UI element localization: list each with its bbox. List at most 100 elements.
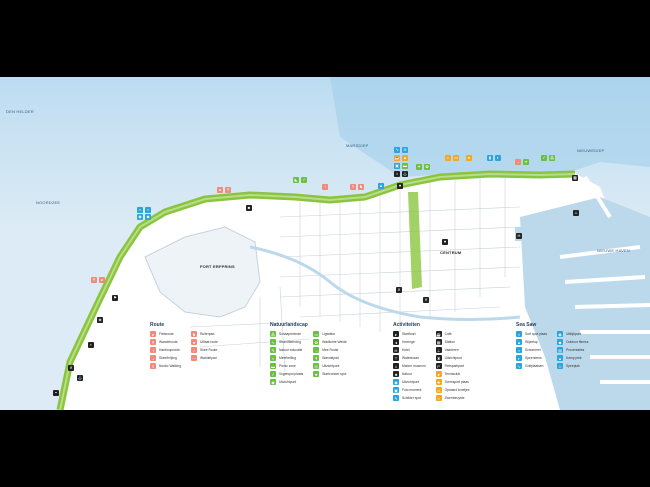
- legend-item: ≈Zwembruyste: [435, 395, 465, 401]
- fitness-outdoor-icon[interactable]: ▮: [487, 155, 493, 161]
- ferry-icon[interactable]: ⊥: [573, 210, 579, 216]
- station-icon: ▦: [435, 339, 442, 345]
- tennis-icon: ●: [435, 371, 442, 377]
- bench-icon[interactable]: ▭: [453, 155, 459, 161]
- kite-icon[interactable]: ▲: [378, 183, 384, 189]
- legend-item: ◉Uitkijkpunt: [557, 331, 582, 337]
- waves-icon[interactable]: ≋: [402, 147, 408, 153]
- nordic-walk-icon[interactable]: ⇑: [350, 184, 356, 190]
- label-nieuwe-haven: NIEUWE HAVEN: [597, 248, 630, 253]
- label-nieuwediep: NIEUWEDIEP: [577, 148, 605, 153]
- legend-item: ●Uitlaat route: [191, 339, 218, 345]
- boat-icon[interactable]: ◓: [53, 390, 59, 396]
- legend-item: ⌀Fietsroute: [150, 331, 174, 337]
- harbour-piers: [559, 175, 650, 384]
- fort-area: [144, 226, 261, 318]
- photo-spot-icon[interactable]: ▣: [394, 163, 400, 169]
- lake-icon: ≈: [270, 355, 276, 361]
- bird-icon: ✓: [270, 371, 276, 377]
- legend-item: ✓Vogelspot plaats: [270, 371, 304, 377]
- legend-item: ⋯Wandelpad: [191, 355, 217, 361]
- horse-route-icon[interactable]: ♞: [358, 184, 364, 190]
- legend-seasaw-title: Sea Saw: [516, 322, 537, 328]
- legend-item: ▦Station: [435, 339, 455, 345]
- run-icon: ↑: [150, 347, 156, 353]
- sun-icon[interactable]: ☼: [445, 155, 451, 161]
- harbour-crossing-icon[interactable]: ✕: [396, 287, 402, 293]
- cafe-icon[interactable]: ☕: [394, 155, 400, 161]
- legend-item: ◂Horenge: [393, 339, 415, 345]
- skate-route-icon[interactable]: →: [515, 159, 521, 165]
- swing-icon[interactable]: ∩: [145, 207, 151, 213]
- surf-icon[interactable]: ≈: [137, 207, 143, 213]
- legend-item: ↟Wandelroute: [150, 339, 178, 345]
- route-icon: →: [313, 347, 320, 353]
- beach-icon: ∿: [270, 339, 276, 345]
- fitness-icon[interactable]: ◆: [145, 214, 151, 220]
- legend-item: ▭Ligwieke: [313, 331, 336, 337]
- route-west-icon-2[interactable]: ⌀: [99, 277, 105, 283]
- museum-icon: ⌂: [393, 363, 399, 369]
- walk-icon: ↟: [150, 339, 156, 345]
- harbour-icon[interactable]: ⚓: [402, 171, 408, 177]
- walk-route-icon[interactable]: ↟: [225, 187, 231, 193]
- label-fort-erfprins: FORT ERFPRINS: [200, 264, 235, 269]
- label-centrum: CENTRUM: [440, 250, 462, 255]
- tools-icon[interactable]: ✕: [68, 365, 74, 371]
- legend-item: ♜Uitzichtpunt: [435, 355, 462, 361]
- herb-icon[interactable]: ✿: [424, 164, 430, 170]
- label-den-helder: DEN HELDER: [6, 109, 34, 114]
- sea-deep: [330, 77, 650, 177]
- picnic-icon[interactable]: ▬: [402, 163, 408, 169]
- restroom-icon[interactable]: ⚑: [112, 295, 118, 301]
- viewpoint-icon: ◉: [393, 379, 399, 385]
- route-west-icon-1[interactable]: ↟: [91, 277, 97, 283]
- heart-centrum-icon[interactable]: ♥: [442, 239, 448, 245]
- run-route-icon[interactable]: ↑: [322, 184, 328, 190]
- legend-item: ⁂Schaaprivierde: [270, 331, 301, 337]
- sheep-icon[interactable]: ⁂: [549, 155, 555, 161]
- legend-item: ⇑Nordic Walking: [150, 363, 182, 369]
- picnic-icon: ▬: [270, 363, 276, 369]
- crossing-icon[interactable]: ✕: [423, 297, 429, 303]
- playground-icon[interactable]: ◐: [495, 155, 501, 161]
- beach-icon[interactable]: ∿: [394, 147, 400, 153]
- tennis-icon[interactable]: ●: [466, 155, 472, 161]
- legend-item: ▲Wijzetop: [516, 339, 538, 345]
- bird-spot-icon[interactable]: ✓: [301, 177, 307, 183]
- legend-item: ✎Schilder spot: [393, 395, 422, 401]
- hotel-icon[interactable]: H: [516, 233, 522, 239]
- start-icon: ▸: [393, 331, 399, 337]
- fort-icon[interactable]: ■: [246, 205, 252, 211]
- stage-icon: ▤: [557, 347, 563, 353]
- camp-icon[interactable]: ▲: [402, 155, 408, 161]
- heart-icon[interactable]: ♥: [397, 183, 403, 189]
- canal: [249, 245, 521, 321]
- lookout-icon[interactable]: ◉: [137, 214, 143, 220]
- station-icon[interactable]: ▦: [572, 175, 578, 181]
- tap-icon: ⊤: [393, 355, 399, 361]
- deer-icon[interactable]: ✦: [416, 164, 422, 170]
- legend-item: ☕Café: [435, 331, 452, 337]
- education-icon: ✎: [270, 347, 276, 353]
- anchor-icon[interactable]: ⚓: [77, 375, 83, 381]
- stargazing-icon: ★: [313, 371, 320, 377]
- bike-route-icon[interactable]: ⌀: [217, 187, 223, 193]
- lounge-icon: ▭: [313, 331, 320, 337]
- dog-icon: ●: [191, 339, 198, 345]
- label-noordzee: NOORDZEE: [36, 200, 61, 205]
- nature-view-icon[interactable]: ◣: [293, 177, 299, 183]
- bike-icon: ⌀: [150, 331, 156, 337]
- viewpoint-west-icon[interactable]: ◈: [97, 317, 103, 323]
- museum-icon[interactable]: ⌂: [394, 171, 400, 177]
- streets: [189, 177, 521, 373]
- grass-icon[interactable]: ✓: [541, 155, 547, 161]
- leaf-icon[interactable]: ❧: [523, 159, 529, 165]
- legend-route: Route ⌀Fietsroute ↟Wandelroute ↑Hardloop…: [150, 322, 218, 369]
- sheep-icon: ⁂: [270, 331, 276, 337]
- wave-icon: ∿: [516, 363, 522, 369]
- legend-route-title: Route: [150, 322, 165, 328]
- legend-item: ▬Picnic zone: [270, 363, 296, 369]
- path-icon: ⋯: [191, 355, 198, 361]
- info-icon[interactable]: ▪: [88, 342, 94, 348]
